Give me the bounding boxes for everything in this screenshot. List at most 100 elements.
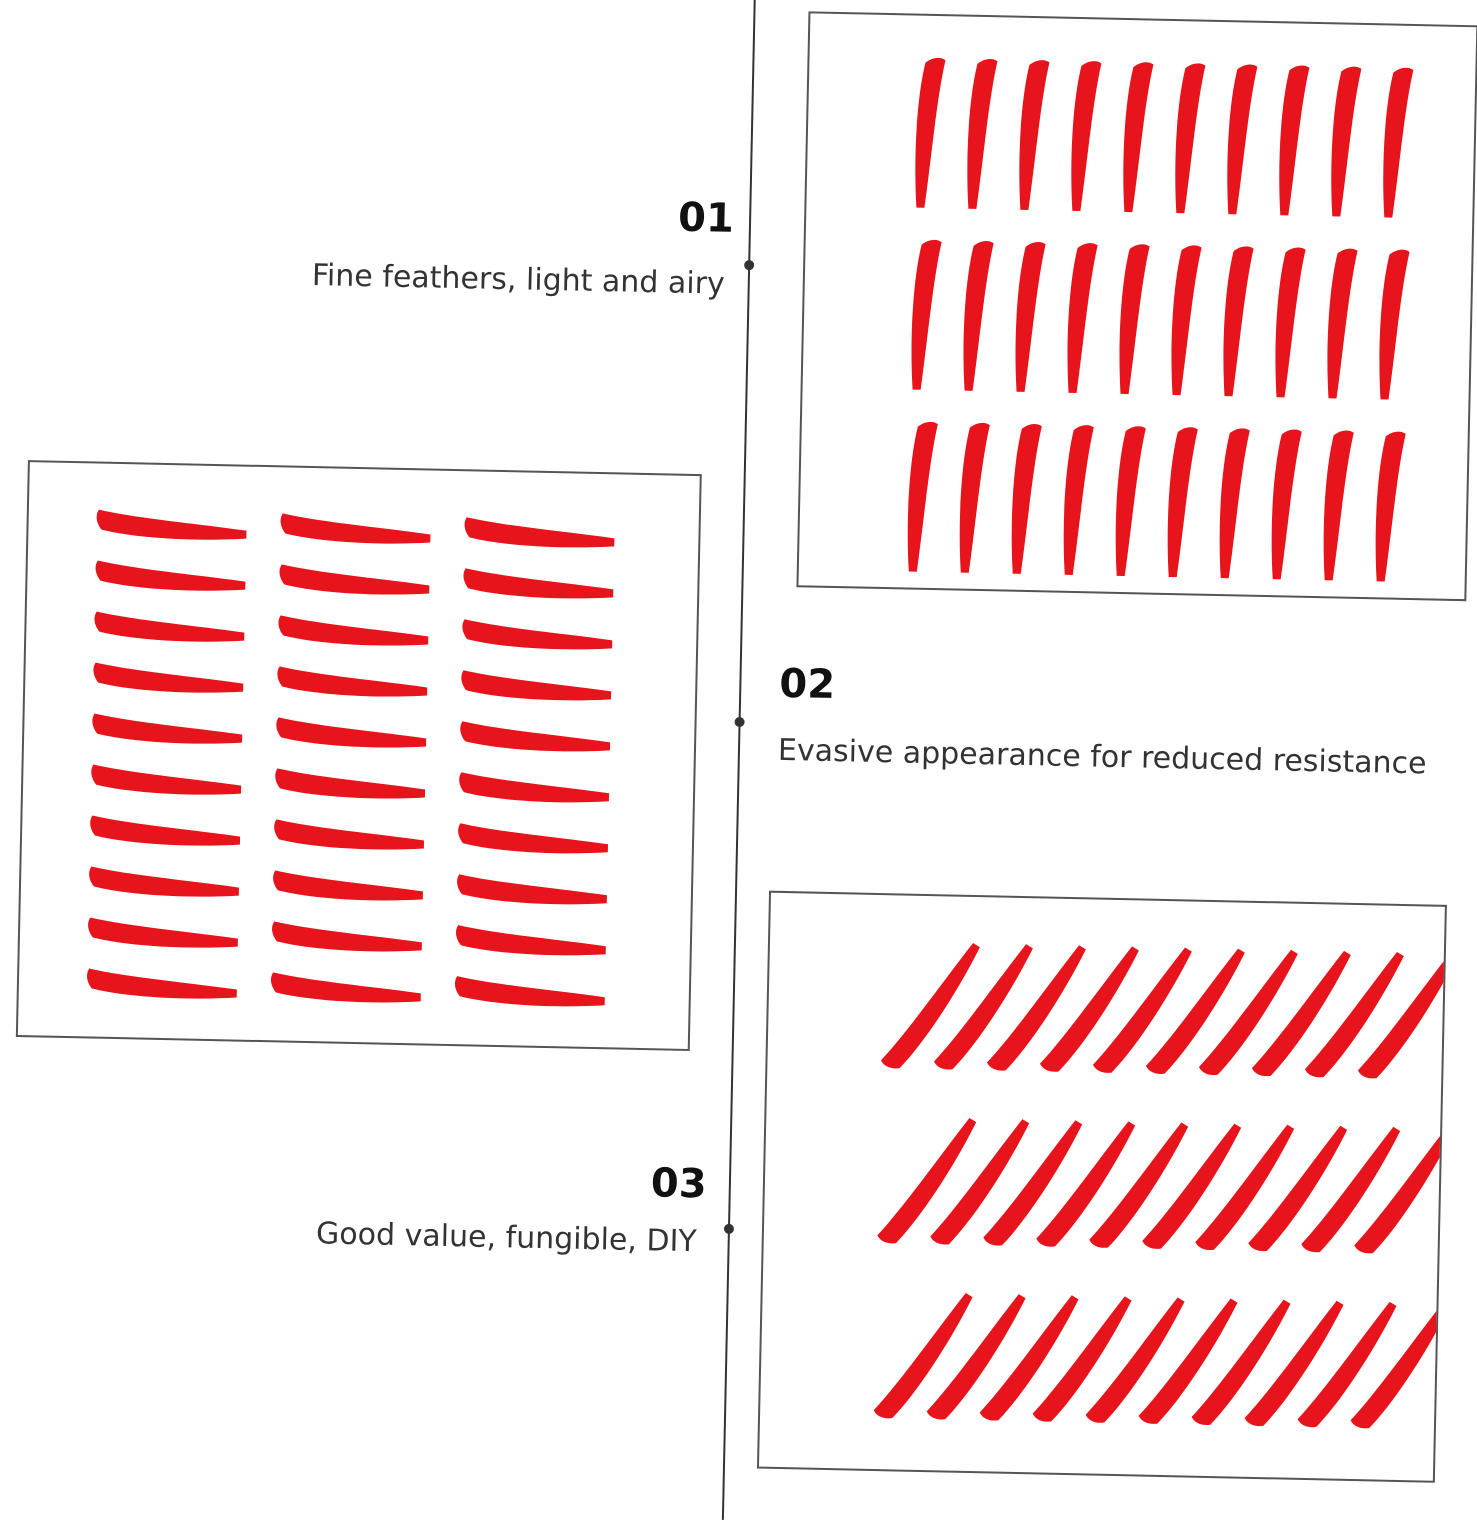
feather-icon <box>1219 428 1250 579</box>
feature-text-03: Good value, fungible, DIY <box>315 1216 698 1260</box>
feather-icon <box>454 976 605 1007</box>
feather-icon <box>1071 61 1102 212</box>
feather-icon <box>278 615 429 646</box>
feature-number-02: 02 <box>778 660 836 709</box>
feather-icon <box>1275 247 1306 398</box>
feather-icon <box>1085 1297 1185 1423</box>
feather-icon <box>1063 425 1094 575</box>
timeline-dot-02 <box>734 716 745 728</box>
feather-icon <box>1383 67 1414 218</box>
feather-icon <box>460 721 611 752</box>
feather-icon <box>1244 1300 1344 1427</box>
feather-icon <box>979 1295 1079 1421</box>
feather-icon <box>1251 950 1351 1077</box>
feather-icon <box>1039 946 1139 1072</box>
feather-icon <box>930 1119 1030 1245</box>
feather-icon <box>463 568 614 599</box>
feather-panel-upright <box>796 11 1477 602</box>
feather-icon <box>274 819 425 850</box>
feather-icon <box>1198 949 1298 1076</box>
feather-icon <box>1067 243 1098 394</box>
feather-icon <box>1375 431 1406 582</box>
feature-text-02: Evasive appearance for reduced resistanc… <box>777 732 1427 782</box>
feather-icon <box>89 866 240 897</box>
feather-icon <box>91 764 242 795</box>
feather-icon <box>1115 426 1146 577</box>
feather-icon <box>95 560 246 591</box>
feather-icon <box>270 972 421 1003</box>
feather-icon <box>455 925 606 956</box>
feather-icon <box>1350 1302 1445 1429</box>
feather-icon <box>986 945 1086 1071</box>
feather-icon <box>1327 248 1358 399</box>
feather-icon <box>1015 242 1046 392</box>
timeline-dot-03 <box>723 1223 735 1235</box>
feature-number-01: 01 <box>677 194 735 242</box>
feather-icon <box>967 59 998 209</box>
feather-icon <box>275 768 426 799</box>
feather-icon <box>464 517 615 548</box>
feather-icon <box>907 421 938 572</box>
feather-icon <box>280 513 431 544</box>
feather-icon <box>94 611 245 642</box>
feather-icon <box>911 239 942 390</box>
feather-icon <box>273 870 423 901</box>
feather-icon <box>88 917 238 948</box>
feather-icon <box>1279 65 1310 216</box>
feather-icon <box>1223 246 1254 397</box>
feather-icon <box>1032 1296 1132 1422</box>
feather-icon <box>272 921 422 952</box>
feather-icon <box>915 57 946 208</box>
feather-icon <box>1379 249 1410 400</box>
feather-icon <box>1304 951 1404 1078</box>
feather-icon <box>1331 66 1362 217</box>
timeline-dot-01 <box>744 260 755 271</box>
feather-icon <box>1145 948 1245 1074</box>
feather-icon <box>1271 429 1302 580</box>
feather-icon <box>87 968 237 999</box>
feather-icon <box>96 509 247 540</box>
feather-icon <box>983 1120 1083 1246</box>
feather-icon <box>93 662 244 693</box>
feather-icon <box>881 943 980 1069</box>
feather-icon <box>1354 1128 1445 1254</box>
feather-icon <box>1011 424 1042 574</box>
feather-icon <box>92 713 243 744</box>
feather-icon <box>1036 1121 1136 1247</box>
feather-icon <box>1092 947 1192 1073</box>
feather-icon <box>1357 953 1445 1079</box>
feather-icon <box>462 619 613 650</box>
feather-icon <box>1191 1299 1291 1425</box>
diagonal-feathers-image <box>873 943 1445 1429</box>
feather-icon <box>1138 1298 1238 1424</box>
feather-icon <box>1323 430 1354 581</box>
feather-icon <box>934 944 1033 1070</box>
feather-panel-horizontal <box>15 460 702 1052</box>
feather-icon <box>459 772 610 803</box>
feather-icon <box>1297 1301 1397 1428</box>
feather-icon <box>1175 63 1206 214</box>
feather-icon <box>458 823 608 854</box>
feather-icon <box>277 666 428 697</box>
feather-icon <box>1301 1126 1401 1253</box>
horizontal-feathers-image <box>87 509 615 1007</box>
feather-icon <box>1171 245 1202 396</box>
feather-icon <box>1089 1122 1189 1248</box>
feather-panel-diagonal <box>756 890 1447 1483</box>
feather-icon <box>457 874 607 905</box>
feather-icon <box>963 240 994 391</box>
feather-icon <box>1227 64 1258 215</box>
upright-feathers-image <box>907 57 1414 582</box>
feather-icon <box>1248 1125 1348 1252</box>
feather-icon <box>1142 1123 1242 1249</box>
feather-icon <box>279 564 430 595</box>
feather-icon <box>1019 60 1050 210</box>
feature-number-03: 03 <box>650 1160 708 1208</box>
feature-text-01: Fine feathers, light and airy <box>311 257 726 302</box>
feather-icon <box>1123 62 1154 213</box>
feather-icon <box>873 1292 973 1419</box>
feather-icon <box>926 1294 1026 1420</box>
feather-icon <box>276 717 427 748</box>
feather-icon <box>959 422 990 573</box>
